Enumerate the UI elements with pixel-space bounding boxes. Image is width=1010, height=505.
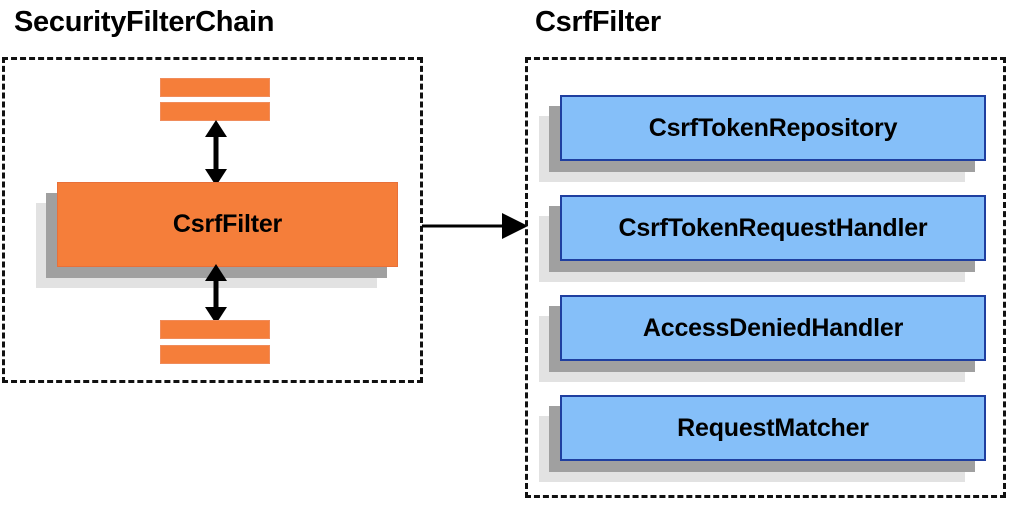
node-face: CsrfFilter: [57, 182, 398, 267]
node-label: AccessDeniedHandler: [642, 313, 904, 342]
panel-csrf-filter-internals: [525, 57, 1006, 498]
page-title-csrf-filter: CsrfFilter: [535, 6, 661, 38]
node-csrftokenrequesthandler[interactable]: CsrfTokenRequestHandler: [539, 195, 986, 282]
node-face: CsrfTokenRepository: [560, 95, 986, 161]
node-face: CsrfTokenRequestHandler: [560, 195, 986, 261]
node-label: CsrfTokenRequestHandler: [618, 213, 928, 242]
filter-stub-bar-bottom-1: [160, 320, 270, 339]
node-label: CsrfFilter: [172, 210, 283, 238]
connector-arrow-icon-csrffilter-detail: [422, 213, 528, 239]
page-title-security-filter-chain: SecurityFilterChain: [14, 6, 275, 38]
node-csrftokenrepository[interactable]: CsrfTokenRepository: [539, 95, 986, 182]
node-label: RequestMatcher: [677, 413, 869, 442]
node-face: RequestMatcher: [560, 395, 986, 461]
node-accessdeniedhandler[interactable]: AccessDeniedHandler: [539, 295, 986, 382]
panel-security-filter-chain: [2, 57, 423, 383]
node-csrffilter[interactable]: CsrfFilter: [36, 182, 398, 288]
node-label: CsrfTokenRepository: [648, 113, 898, 142]
filter-stub-bar-top-2: [160, 102, 270, 121]
filter-stub-bar-top-1: [160, 78, 270, 97]
filter-stub-bar-bottom-2: [160, 345, 270, 364]
node-requestmatcher[interactable]: RequestMatcher: [539, 395, 986, 482]
double-arrow-icon-downstream: [205, 264, 227, 324]
double-arrow-icon-upstream: [205, 120, 227, 186]
node-face: AccessDeniedHandler: [560, 295, 986, 361]
